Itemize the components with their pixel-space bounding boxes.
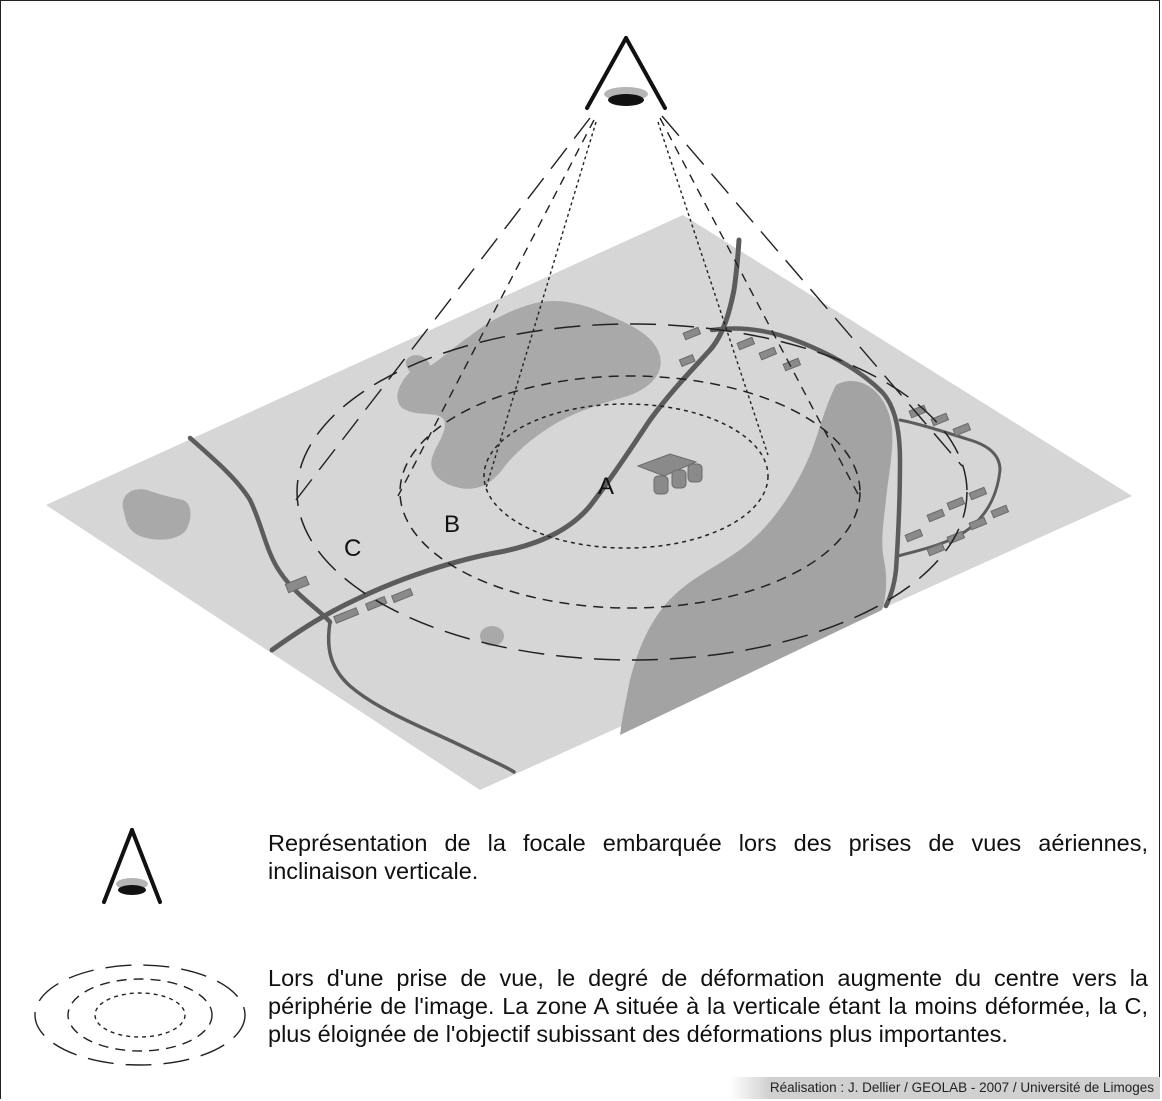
legend-ellipses-icon — [34, 964, 246, 1066]
legend-deformation-description: Lors d'une prise de vue, le degré de déf… — [268, 965, 1148, 1047]
zone-label-c: C — [344, 535, 361, 562]
projection-line-outer-left — [295, 117, 591, 501]
deformation-zones — [296, 323, 968, 661]
building — [946, 530, 966, 545]
main-road-diagonal — [269, 237, 742, 653]
zone-b-ellipse — [399, 375, 861, 609]
building — [682, 326, 702, 341]
building — [678, 353, 696, 367]
projection-line-outer-right — [661, 115, 963, 467]
building — [904, 528, 924, 543]
building — [952, 422, 972, 437]
silo — [687, 463, 703, 483]
road-east — [709, 326, 903, 609]
building — [758, 346, 778, 361]
building — [364, 595, 388, 612]
road-network — [187, 237, 1002, 774]
small-lake — [122, 489, 191, 540]
building — [284, 575, 310, 594]
credit-line: Réalisation : J. Dellier / GEOLAB - 2007… — [729, 1077, 1160, 1099]
zone-c-ellipse — [296, 323, 968, 661]
legend-camera-description: Représentation de la focale embarquée lo… — [268, 830, 1148, 884]
projection-lines — [295, 115, 963, 501]
silo — [653, 475, 669, 495]
projection-line-mid-right — [659, 117, 861, 499]
building — [333, 607, 360, 624]
large-lake — [397, 300, 661, 489]
building — [736, 336, 756, 351]
zone-label-b: B — [444, 511, 460, 538]
building — [990, 504, 1010, 519]
road-left-north-south — [187, 435, 333, 625]
building — [968, 516, 988, 531]
building — [946, 496, 966, 511]
building — [926, 542, 946, 557]
projection-line-mid-left — [397, 119, 595, 497]
zone-a-ellipse — [483, 403, 769, 549]
buildings — [284, 326, 1010, 624]
legend-camera-icon — [102, 828, 162, 904]
building — [926, 508, 946, 523]
forest-area — [620, 380, 893, 735]
silo — [671, 469, 687, 489]
central-building — [636, 453, 698, 477]
terrain-plane — [46, 215, 1132, 790]
projection-line-inner-left — [485, 121, 597, 489]
pond — [480, 626, 504, 646]
camera-focal-icon — [585, 36, 667, 110]
building — [782, 357, 802, 372]
zone-label-a: A — [598, 473, 614, 500]
building — [930, 412, 950, 427]
projection-line-inner-right — [657, 121, 769, 456]
road-southwest-branch — [326, 620, 516, 774]
aerial-view-diagram: A B C — [46, 36, 1132, 790]
building — [968, 486, 988, 501]
building — [390, 587, 414, 604]
